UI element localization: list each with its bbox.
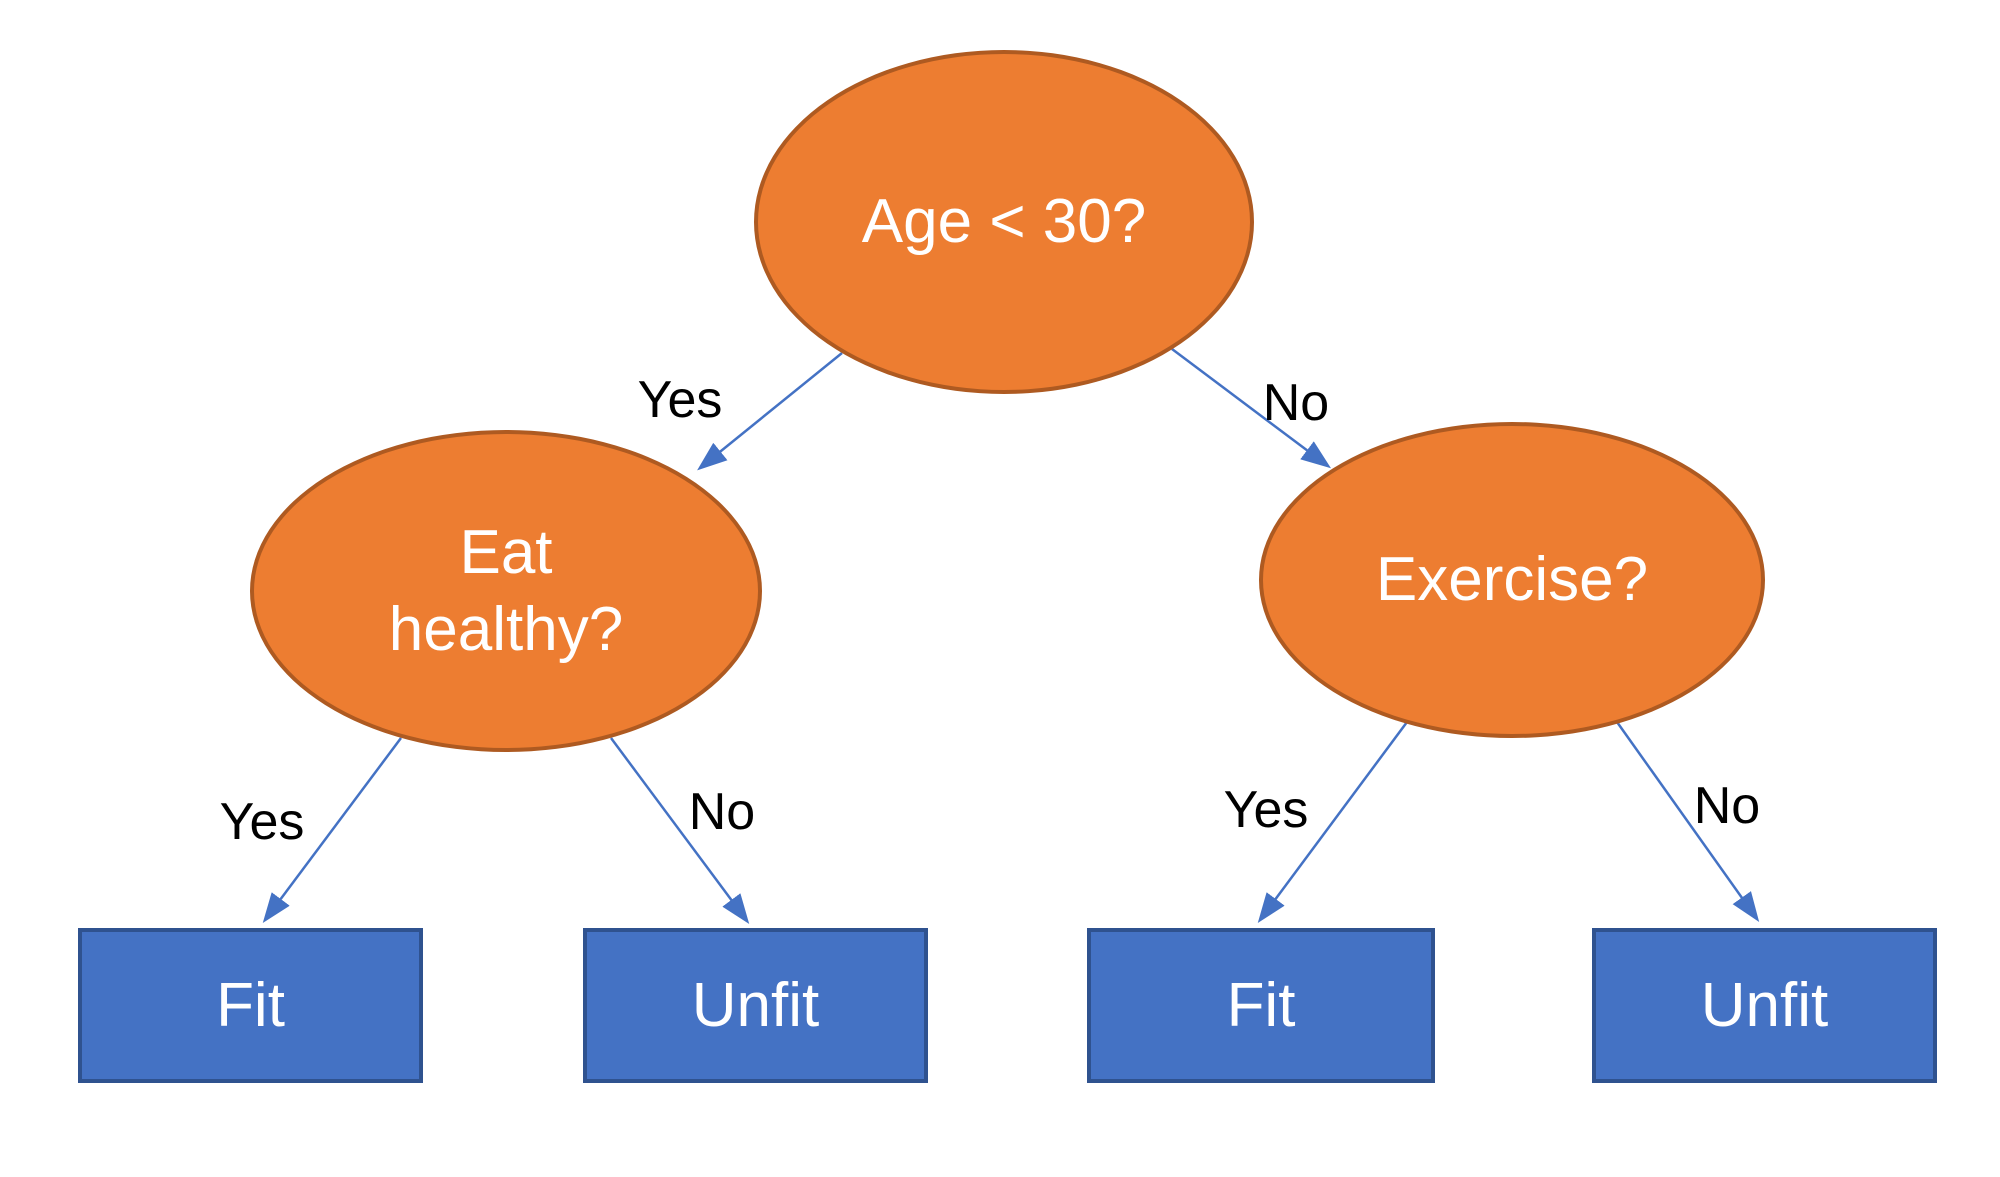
leaf-node-unfit-right: Unfit bbox=[1592, 928, 1937, 1083]
branch-label-eat-yes: Yes bbox=[219, 793, 305, 851]
decision-node-exercise-label: Exercise? bbox=[1375, 545, 1649, 615]
branch-label-exercise-no: No bbox=[1693, 777, 1761, 835]
leaf-node-fit-left: Fit bbox=[78, 928, 423, 1083]
decision-node-eat-healthy: Eat healthy? bbox=[250, 430, 762, 752]
leaf-node-unfit-right-label: Unfit bbox=[1700, 971, 1829, 1040]
arrow-root-yes-to-eat-healthy bbox=[697, 352, 843, 471]
decision-node-age: Age < 30? bbox=[754, 50, 1254, 394]
arrow-exercise-yes-to-fit bbox=[1257, 721, 1409, 924]
branch-label-root-no: No bbox=[1262, 374, 1330, 432]
leaf-node-fit-right: Fit bbox=[1087, 928, 1435, 1083]
leaf-node-unfit-left: Unfit bbox=[583, 928, 928, 1083]
arrow-exercise-no-to-unfit bbox=[1615, 721, 1760, 923]
leaf-node-fit-left-label: Fit bbox=[216, 971, 285, 1040]
decision-node-exercise: Exercise? bbox=[1259, 422, 1765, 738]
decision-node-eat-healthy-label: Eat healthy? bbox=[388, 517, 624, 665]
decision-node-age-label: Age < 30? bbox=[861, 187, 1147, 257]
leaf-node-fit-right-label: Fit bbox=[1226, 971, 1296, 1040]
branch-label-eat-no: No bbox=[688, 783, 756, 841]
arrow-eat-yes-to-fit bbox=[262, 737, 403, 924]
arrow-eat-no-to-unfit bbox=[609, 737, 750, 925]
arrow-root-no-to-exercise bbox=[1171, 348, 1331, 469]
leaf-node-unfit-left-label: Unfit bbox=[691, 971, 820, 1040]
branch-label-root-yes: Yes bbox=[637, 371, 723, 429]
branch-label-exercise-yes: Yes bbox=[1223, 781, 1309, 839]
